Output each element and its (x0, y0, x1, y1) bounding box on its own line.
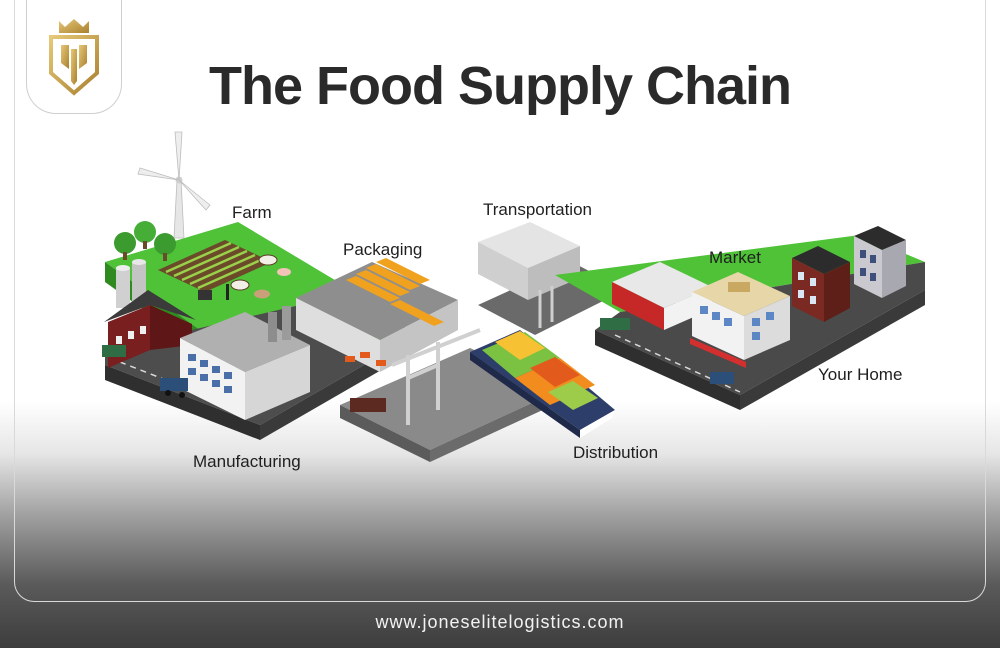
wind-turbine (137, 131, 211, 239)
stage-label-farm: Farm (232, 203, 272, 222)
footer-website-url[interactable]: www.joneselitelogistics.com (375, 612, 625, 632)
crop-field (158, 240, 272, 292)
delivery-trucks (102, 345, 188, 398)
stage-label-manufacturing: Manufacturing (193, 452, 301, 471)
silos (116, 259, 146, 308)
stage-label-distribution: Distribution (573, 443, 659, 462)
crown-crest-icon (49, 18, 99, 96)
stage-label-packaging: Packaging (343, 240, 423, 259)
port-crane (391, 328, 481, 425)
townhouses (792, 226, 906, 322)
page-title: The Food Supply Chain (209, 56, 792, 116)
stage-label-your-home: Your Home (818, 365, 903, 384)
company-logo (26, 0, 122, 114)
trees (114, 221, 176, 261)
container-ship (470, 330, 615, 438)
factory-building (180, 306, 310, 420)
card-frame (14, 0, 986, 602)
packaging-facility (296, 258, 458, 372)
stage-label-market: Market (709, 248, 761, 267)
market-building (690, 272, 790, 368)
farm-animals (198, 254, 291, 300)
stage-label-transportation: Transportation (483, 200, 592, 219)
